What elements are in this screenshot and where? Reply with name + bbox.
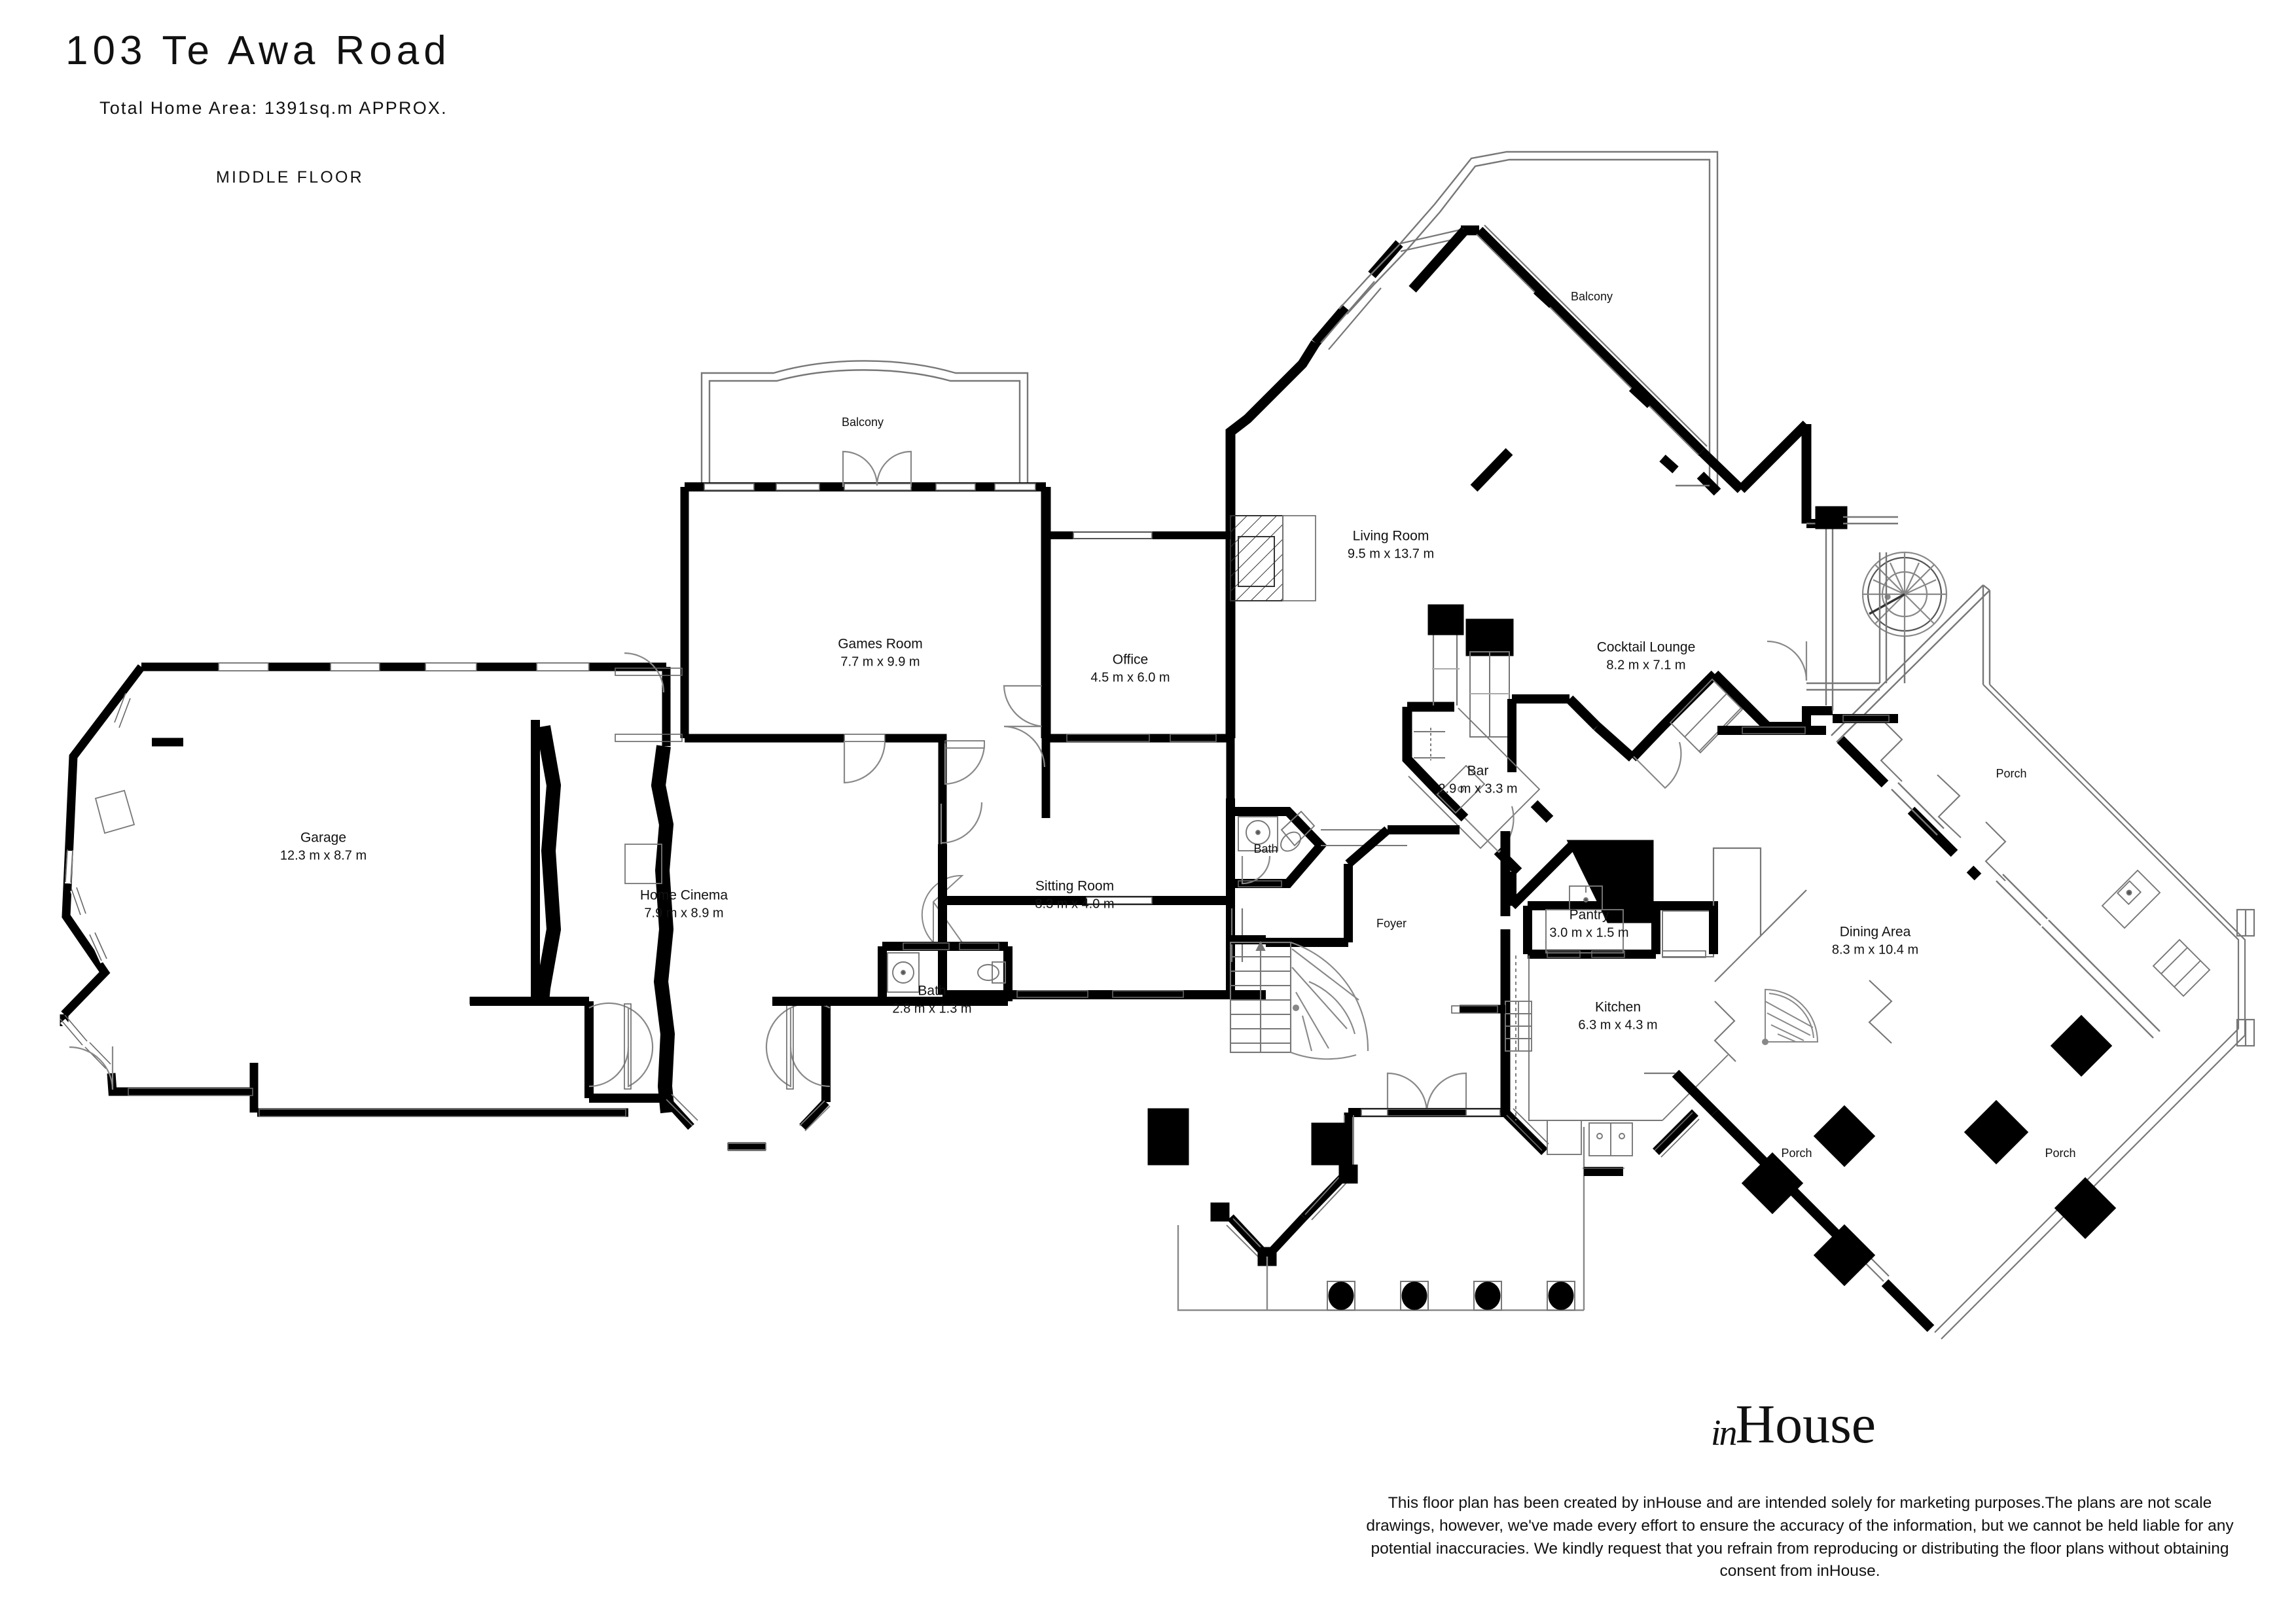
brand-logo-block: inHouse [1656,1397,1931,1452]
logo-house-text: House [1735,1394,1876,1455]
floor-level-label: MIDDLE FLOOR [216,168,364,187]
logo-in-text: in [1710,1413,1738,1454]
inhouse-logo: inHouse [1656,1397,1931,1452]
porch-pier-group [1741,1014,2117,1287]
page-title: 103 Te Awa Road [65,28,451,73]
disclaimer-text: This floor plan has been created by inHo… [1366,1494,2234,1580]
total-area-label: Total Home Area: 1391sq.m APPROX. [99,98,448,118]
terrace-column-group [1327,1281,1575,1311]
walls-layer [60,151,2255,1340]
